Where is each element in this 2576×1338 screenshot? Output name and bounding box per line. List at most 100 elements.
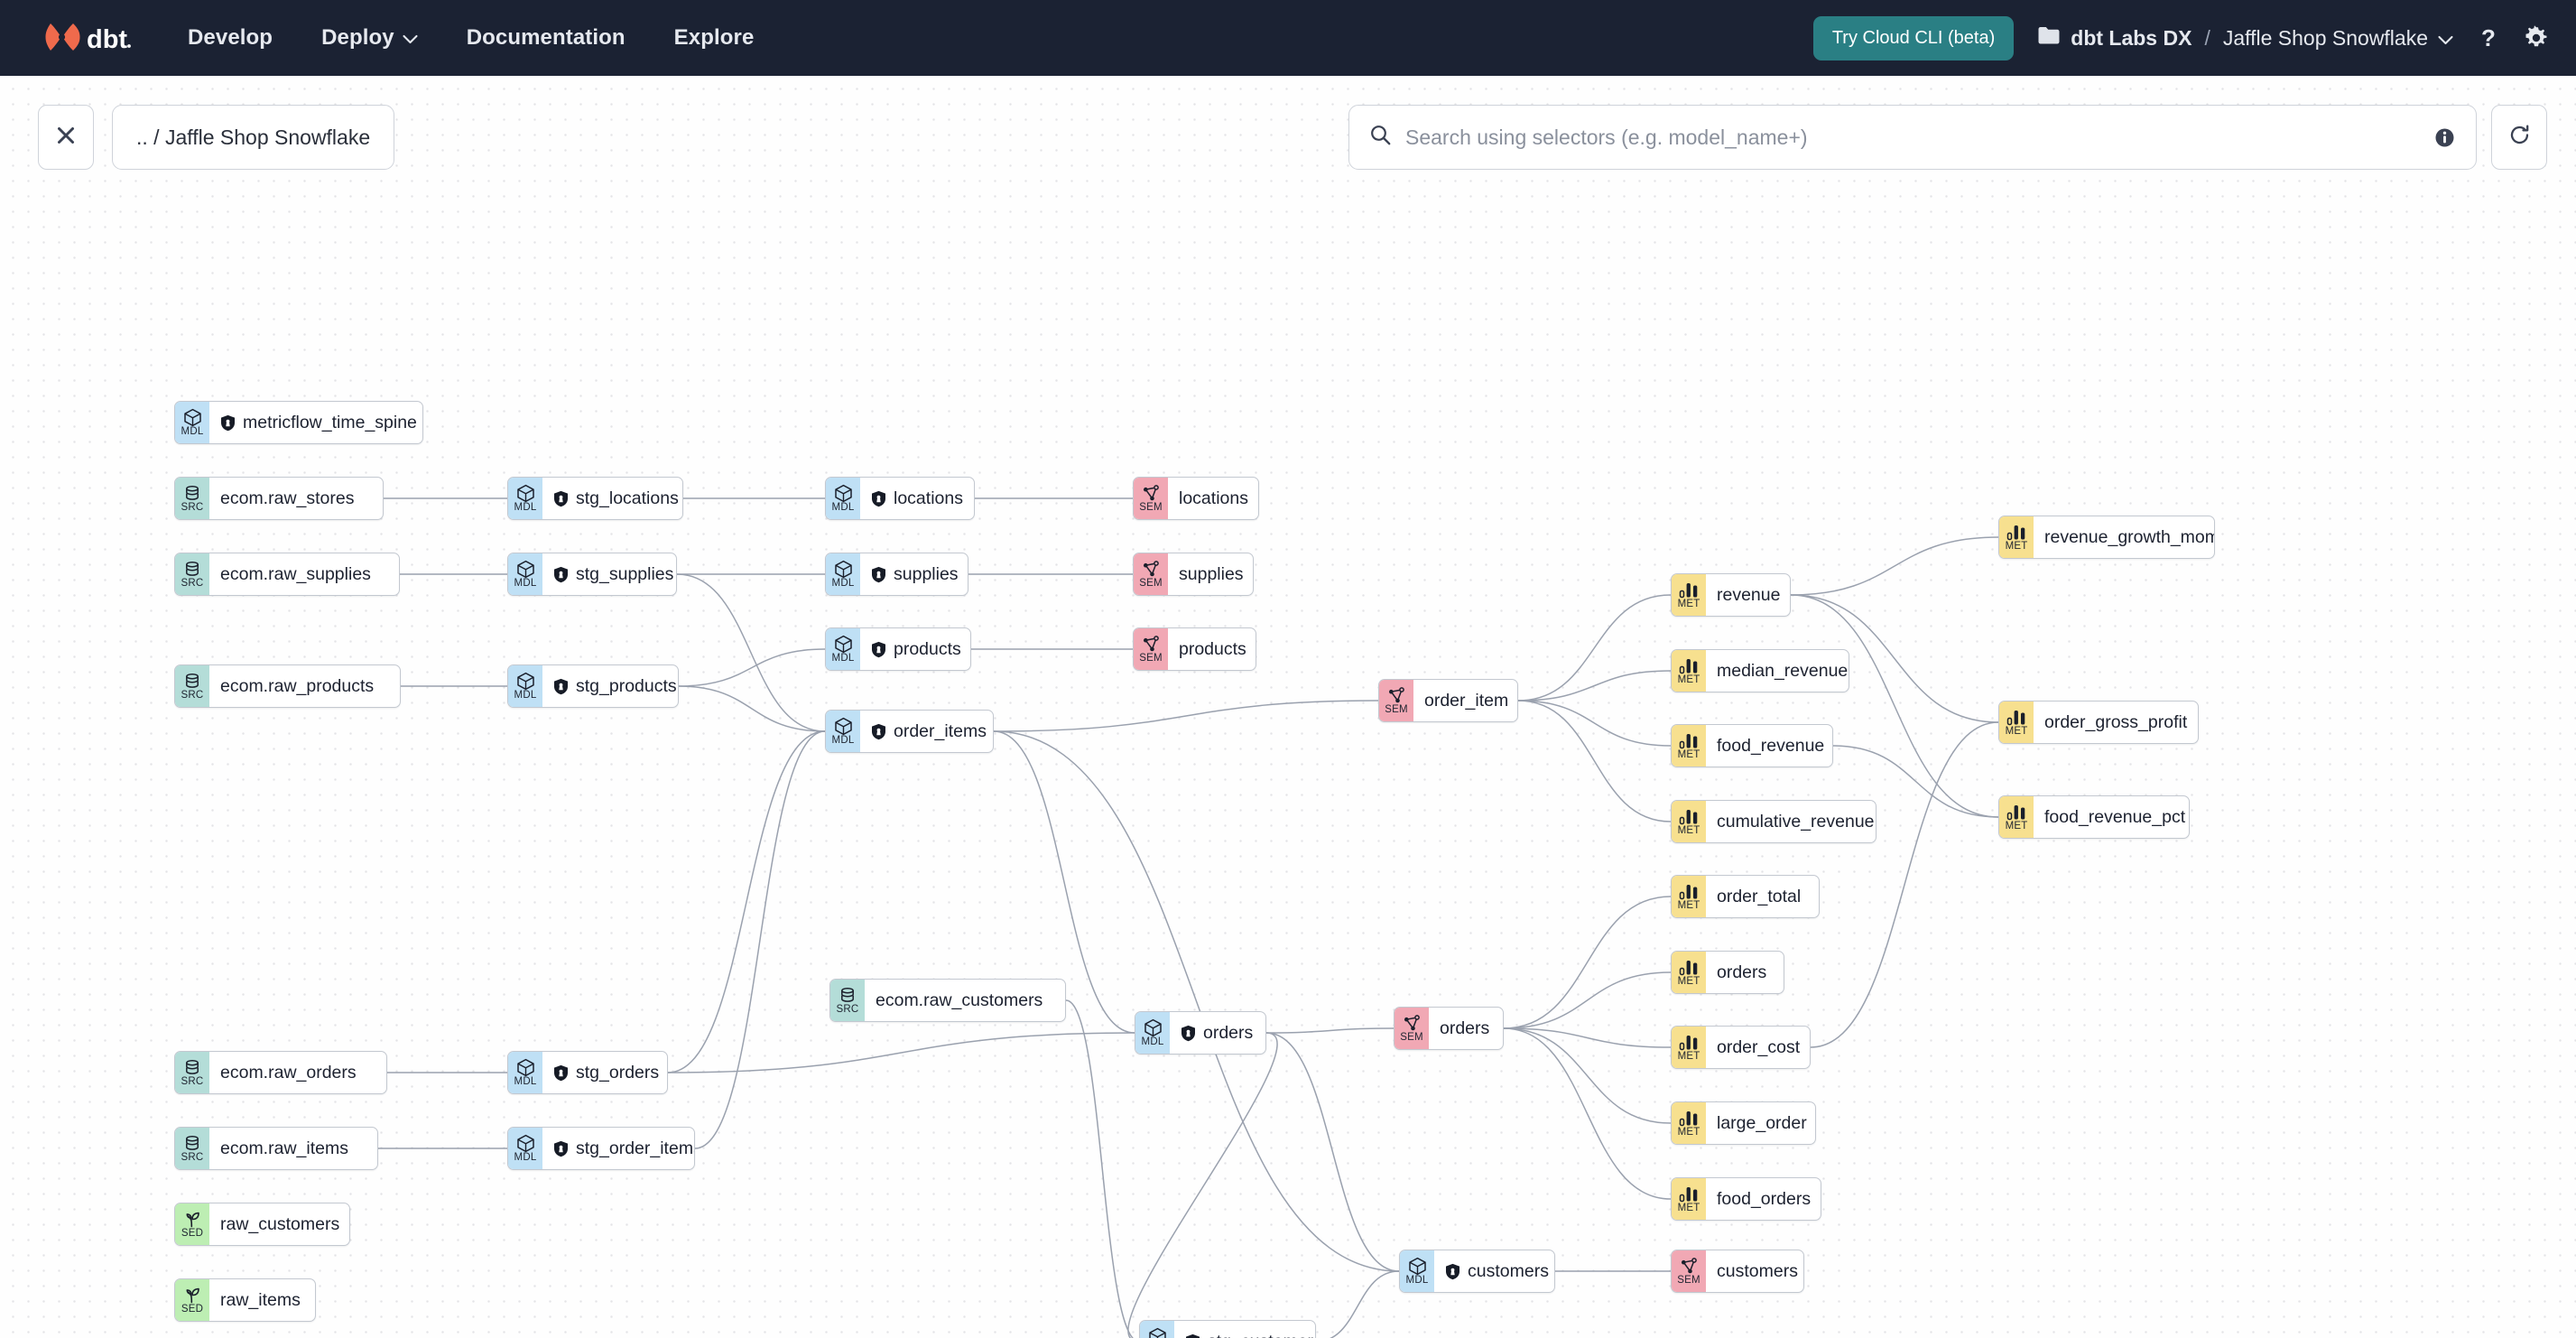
- nav-develop[interactable]: Develop: [188, 25, 273, 51]
- graph-node-body: stg_supplies: [542, 553, 676, 595]
- search-input[interactable]: [1405, 125, 2420, 150]
- lineage-graph-canvas[interactable]: .. / Jaffle Shop Snowflake MDLmetricflow…: [0, 76, 2576, 1338]
- graph-node-body: supplies: [860, 553, 968, 595]
- dbt-logo[interactable]: dbt: [43, 20, 132, 56]
- graph-node-label: median_revenue: [1717, 660, 1849, 681]
- chevron-down-icon[interactable]: [2438, 26, 2453, 51]
- nav-documentation-label: Documentation: [466, 25, 625, 50]
- graph-node-label: stg_orders: [576, 1062, 660, 1082]
- graph-node-label: ecom.raw_orders: [220, 1062, 357, 1082]
- graph-node-body: raw_items: [209, 1279, 315, 1321]
- sem-type-badge: SEM: [1395, 1008, 1429, 1049]
- lineage-edge: [1127, 1032, 1278, 1338]
- node-type-label: SEM: [1139, 502, 1163, 513]
- graph-node-body: orders: [1706, 952, 1784, 993]
- node-type-label: MDL: [514, 1152, 537, 1163]
- node-type-label: MET: [1677, 900, 1700, 911]
- graph-node-body: order_cost: [1706, 1027, 1810, 1068]
- lineage-edge: [993, 730, 1135, 1034]
- graph-node-body: stg_order_items: [542, 1128, 694, 1169]
- src-type-badge: SRC: [175, 1052, 209, 1093]
- lineage-edge: [1790, 594, 1999, 723]
- met-type-badge: MET: [1672, 1027, 1706, 1068]
- nav-explore[interactable]: Explore: [674, 25, 755, 51]
- graph-node-label: locations: [894, 488, 963, 508]
- node-type-label: SED: [181, 1228, 204, 1239]
- search-icon: [1369, 124, 1392, 151]
- met-icon: [2006, 709, 2026, 726]
- src-icon: [183, 1059, 201, 1076]
- src-icon: [183, 485, 201, 502]
- info-icon[interactable]: [2433, 126, 2456, 149]
- question-mark-icon[interactable]: ?: [2477, 25, 2500, 51]
- node-type-label: MDL: [181, 426, 204, 437]
- project-name: Jaffle Shop Snowflake: [2222, 25, 2428, 50]
- chevron-down-icon: [403, 25, 418, 51]
- met-icon: [1679, 883, 1699, 900]
- nav-deploy[interactable]: Deploy: [321, 25, 418, 51]
- met-icon: [1679, 959, 1699, 976]
- close-button[interactable]: [38, 105, 94, 170]
- refresh-button[interactable]: [2491, 105, 2547, 170]
- graph-breadcrumb-pill[interactable]: .. / Jaffle Shop Snowflake: [112, 105, 395, 170]
- shield-icon: [553, 1140, 569, 1157]
- graph-node-ecom_raw_orders[interactable]: SRC ecom.raw_orders: [174, 1051, 387, 1094]
- node-type-label: SEM: [1677, 1275, 1700, 1286]
- graph-node-stg_orders[interactable]: MDL stg_orders: [507, 1051, 668, 1094]
- sem-icon: [1142, 635, 1161, 653]
- shield-icon: [871, 723, 886, 740]
- mdl-type-badge: MDL: [826, 628, 860, 670]
- account-project-breadcrumb[interactable]: dbt Labs DX / Jaffle Shop Snowflake: [2037, 25, 2453, 51]
- mdl-type-badge: MDL: [508, 1052, 542, 1093]
- node-type-label: MDL: [514, 1076, 537, 1087]
- src-icon: [839, 987, 857, 1004]
- sed-type-badge: SED: [175, 1279, 209, 1321]
- graph-node-label: revenue: [1717, 584, 1781, 605]
- search-bar[interactable]: [1348, 105, 2477, 170]
- mdl-icon: [834, 484, 853, 503]
- graph-node-body: large_order: [1706, 1102, 1815, 1144]
- graph-node-body: order_items: [860, 711, 993, 752]
- try-cloud-cli-button[interactable]: Try Cloud CLI (beta): [1812, 15, 2015, 60]
- gear-icon[interactable]: [2524, 25, 2549, 51]
- nav-documentation[interactable]: Documentation: [467, 25, 625, 51]
- graph-node-stg_order_items[interactable]: MDL stg_order_items: [507, 1127, 695, 1170]
- graph-node-label: orders: [1717, 962, 1767, 982]
